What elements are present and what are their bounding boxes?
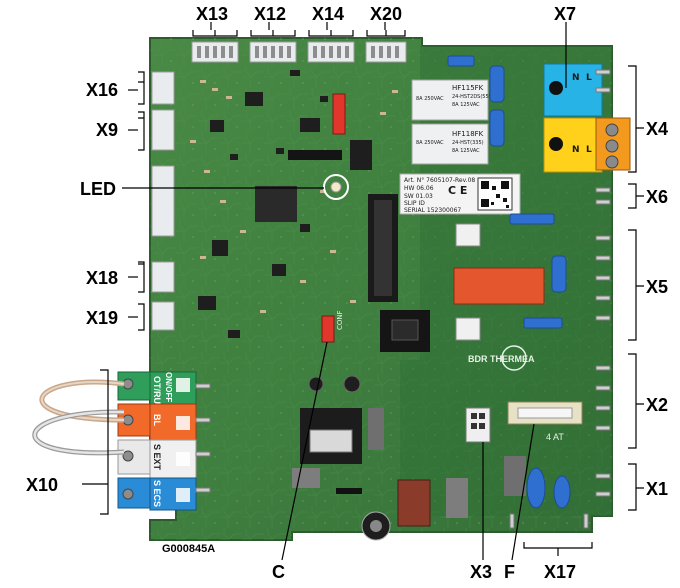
sticker-hw: HW 06.06 <box>404 185 434 192</box>
relay-1-line4: 8A 125VAC <box>452 102 480 108</box>
callout-x9: X9 <box>96 120 118 140</box>
brand-text: BDR THERMEA <box>468 354 535 364</box>
brand-logo: BDR THERMEA <box>468 345 535 371</box>
x10-terminal-ot-ru: OT/RU <box>152 376 162 404</box>
x10-terminal-on-off: ON/OFF <box>164 372 173 402</box>
smd-components <box>198 70 372 338</box>
callout-x5: X5 <box>646 277 668 297</box>
optocoupler-1 <box>455 223 481 247</box>
x7-symbol-n2: N <box>572 145 580 155</box>
relay-2-line4: 8A 125VAC <box>452 148 480 154</box>
grey-capacitor-3 <box>504 456 526 496</box>
diode <box>336 488 362 494</box>
grey-capacitor-1 <box>292 468 320 488</box>
red-jumper-connector <box>332 93 346 135</box>
choke-brown <box>397 479 431 527</box>
optocoupler-2 <box>455 317 481 341</box>
connector-x18 <box>151 261 175 293</box>
electrolytic-cap-2 <box>343 375 361 393</box>
relay-2-line3: 8A 250VAC <box>416 140 444 146</box>
x7-symbol-l2: L <box>586 145 592 155</box>
connector-x3 <box>465 407 491 443</box>
electrolytic-cap-1 <box>308 376 324 392</box>
fuse-rating: 4 AT <box>546 432 564 442</box>
rj-jack <box>380 310 430 352</box>
x7-symbol-l1: L <box>586 73 592 83</box>
callout-x17: X17 <box>544 562 576 582</box>
relay-1-line1: HF115FK <box>452 84 484 92</box>
ribbon-header <box>368 194 398 302</box>
callout-x4: X4 <box>646 119 668 139</box>
relay-1-line3: 8A 250VAC <box>416 96 444 102</box>
right-spade-terminals <box>509 69 611 529</box>
fuse-holder: 4 AT <box>507 401 583 442</box>
callout-x1: X1 <box>646 479 668 499</box>
ce-mark: C E <box>448 184 467 197</box>
terminal-block-x7: N L N L <box>543 63 603 173</box>
callout-x20: X20 <box>370 4 402 24</box>
left-connectors <box>151 71 175 331</box>
x10-terminal-s-ext: S EXT <box>152 444 162 471</box>
pin-header <box>288 150 342 160</box>
callout-c: C <box>272 562 285 582</box>
callout-led: LED <box>80 179 116 199</box>
x10-terminal-bl: BL <box>152 414 162 426</box>
power-ic <box>368 408 384 450</box>
bridge-wires <box>32 379 125 456</box>
blue-capacitors <box>447 55 571 509</box>
connector-x16 <box>151 71 175 105</box>
power-relay-red <box>453 267 545 305</box>
terminal-block-x10: ON/OFF OT/RU BL S EXT S ECS <box>117 371 197 511</box>
connector-left-mid <box>151 165 175 237</box>
callout-x10: X10 <box>26 475 58 495</box>
callout-x16: X16 <box>86 80 118 100</box>
transformer <box>300 408 362 464</box>
x10-terminal-s-ecs: S ECS <box>152 480 162 507</box>
x10-spade-terminals <box>195 383 211 493</box>
connector-x9 <box>151 109 175 151</box>
sticker-sw: SW 01.03 <box>404 193 433 200</box>
relay-1: HF115FK 24-HST2DS(555) 8A 250VAC 8A 125V… <box>411 79 494 121</box>
callout-f: F <box>504 562 515 582</box>
callout-x7: X7 <box>554 4 576 24</box>
svg-text:CONF: CONF <box>336 310 344 330</box>
orange-screw-terminal <box>595 117 631 171</box>
sticker-slip: SLIP ID <box>404 200 425 207</box>
callout-x13: X13 <box>196 4 228 24</box>
callout-x6: X6 <box>646 187 668 207</box>
relay-2: HF118FK 24-HST(335) 8A 250VAC 8A 125VAC <box>411 123 489 165</box>
figure-code: G000845A <box>162 543 215 555</box>
jumper-c <box>321 315 335 343</box>
sticker-art: Art. N° 7605107-Rev.08 <box>404 177 475 184</box>
relay-1-line2: 24-HST2DS(555) <box>452 94 494 100</box>
relay-2-line1: HF118FK <box>452 130 484 138</box>
x7-symbol-n1: N <box>572 73 580 83</box>
callout-x14: X14 <box>312 4 344 24</box>
passive-parts <box>190 80 398 313</box>
serial-sticker: Art. N° 7605107-Rev.08 HW 06.06 SW 01.03… <box>399 173 521 215</box>
callout-x12: X12 <box>254 4 286 24</box>
callout-x2: X2 <box>646 395 668 415</box>
connector-x19 <box>151 301 175 331</box>
grey-capacitor-2 <box>446 478 468 518</box>
top-connectors <box>191 41 407 63</box>
sticker-serial: SERIAL 152300067 <box>404 207 461 214</box>
callout-x18: X18 <box>86 268 118 288</box>
callout-x19: X19 <box>86 308 118 328</box>
relay-2-line2: 24-HST(335) <box>452 140 484 146</box>
led-component <box>323 174 349 200</box>
callout-x3: X3 <box>470 562 492 582</box>
leader-lines <box>82 22 644 561</box>
